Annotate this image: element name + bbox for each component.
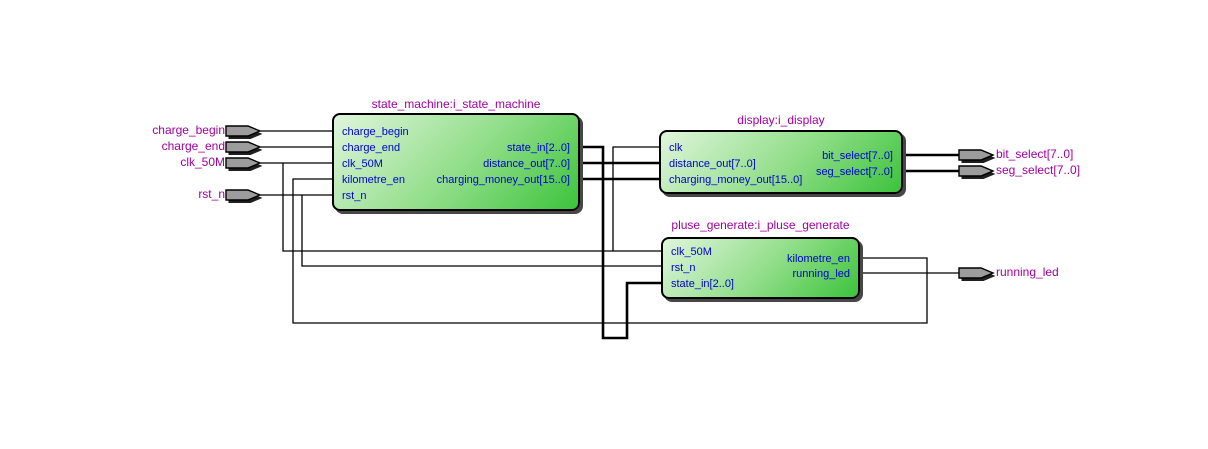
output-pin-group: [958, 149, 996, 281]
input-pin-charge-end[interactable]: [225, 141, 262, 153]
port-kilometre-en: kilometre_en: [787, 253, 850, 265]
port-state-in: state_in[2..0]: [671, 278, 734, 290]
block-display[interactable]: clk distance_out[7..0] charging_money_ou…: [659, 130, 903, 194]
block-state-machine[interactable]: charge_begin charge_end clk_50M kilometr…: [332, 113, 580, 211]
net-clk-50m[interactable]: [260, 146, 661, 252]
port-charge-begin: charge_begin: [342, 126, 409, 138]
net-rst-n[interactable]: [260, 194, 661, 267]
port-running-led: running_led: [792, 268, 851, 280]
port-clk-50m: clk_50M: [671, 246, 712, 258]
block-title-display: display:i_display: [737, 113, 825, 127]
output-pin-running-led[interactable]: [958, 267, 995, 279]
port-rst-n: rst_n: [671, 262, 696, 274]
port-state-in: state_in[2..0]: [507, 142, 570, 154]
output-pin-seg-select[interactable]: [958, 165, 995, 177]
pin-label-charge-begin: charge_begin: [152, 123, 225, 137]
output-pin-bit-select[interactable]: [958, 149, 995, 161]
port-kilometre-en: kilometre_en: [342, 174, 405, 186]
pin-label-running-led: running_led: [996, 265, 1059, 279]
input-pin-clk-50m[interactable]: [225, 157, 262, 169]
port-distance-out: distance_out[7..0]: [483, 158, 570, 170]
pin-label-charge-end: charge_end: [161, 139, 225, 153]
input-pin-group: [225, 125, 263, 203]
port-rst-n: rst_n: [342, 190, 367, 202]
port-bit-select: bit_select[7..0]: [822, 150, 893, 162]
block-title-pluse-generate: pluse_generate:i_pluse_generate: [671, 218, 850, 232]
pin-label-bit-select: bit_select[7..0]: [996, 147, 1074, 161]
input-pin-rst-n[interactable]: [225, 189, 262, 201]
pin-label-rst-n: rst_n: [198, 187, 225, 201]
pin-label-clk-50m: clk_50M: [180, 155, 225, 169]
port-clk: clk: [669, 142, 683, 154]
port-distance-out: distance_out[7..0]: [669, 158, 756, 170]
net-kilometre-en-feedback[interactable]: [292, 178, 928, 324]
port-clk-50m: clk_50M: [342, 158, 383, 170]
port-charge-end: charge_end: [342, 142, 401, 154]
port-seg-select: seg_select[7..0]: [815, 166, 893, 178]
bus-state-in[interactable]: [580, 145, 661, 340]
port-charging-money-out: charging_money_out[15..0]: [436, 174, 570, 186]
pin-label-seg-select: seg_select[7..0]: [996, 163, 1081, 177]
block-title-state-machine: state_machine:i_state_machine: [371, 97, 541, 111]
port-charging-money-out: charging_money_out[15..0]: [669, 174, 803, 186]
input-pin-charge-begin[interactable]: [225, 125, 262, 137]
block-pluse-generate[interactable]: clk_50M rst_n state_in[2..0] kilometre_e…: [661, 237, 860, 299]
